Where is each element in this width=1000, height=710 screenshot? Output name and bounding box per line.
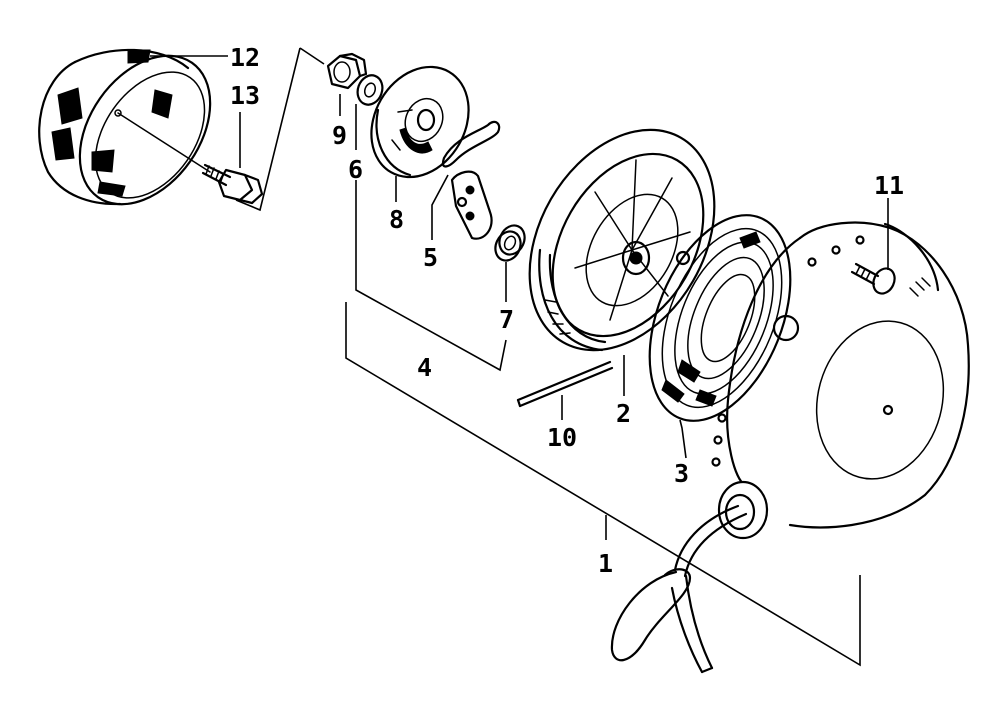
rope-reel bbox=[528, 128, 716, 352]
recoil-spring bbox=[648, 214, 792, 422]
ratchet-spring-pawl bbox=[441, 120, 501, 240]
washer bbox=[356, 74, 384, 106]
rope-segment bbox=[516, 360, 614, 408]
nut bbox=[326, 52, 368, 90]
callout-11: 11 bbox=[874, 171, 904, 200]
starter-housing bbox=[711, 221, 970, 540]
callout-1: 1 bbox=[598, 549, 613, 578]
callout-13: 13 bbox=[230, 81, 260, 110]
starter-cup bbox=[38, 48, 212, 206]
callout-8: 8 bbox=[389, 205, 404, 234]
callout-6: 6 bbox=[348, 155, 363, 184]
leader-lines bbox=[150, 47, 889, 667]
callout-7: 7 bbox=[499, 305, 514, 334]
friction-plate bbox=[370, 65, 470, 179]
callout-4: 4 bbox=[417, 353, 432, 382]
callout-12: 12 bbox=[230, 43, 260, 72]
screw bbox=[850, 262, 896, 295]
flange-bolt bbox=[201, 163, 264, 205]
callout-10: 10 bbox=[547, 423, 577, 452]
callout-5: 5 bbox=[423, 243, 438, 272]
callout-9: 9 bbox=[332, 121, 347, 150]
callout-3: 3 bbox=[674, 459, 689, 488]
part-callouts: 12 13 9 6 8 5 7 4 10 2 3 11 1 bbox=[230, 43, 904, 578]
callout-2: 2 bbox=[616, 399, 631, 428]
small-spring bbox=[494, 224, 526, 262]
starter-rope-handle bbox=[610, 504, 748, 674]
